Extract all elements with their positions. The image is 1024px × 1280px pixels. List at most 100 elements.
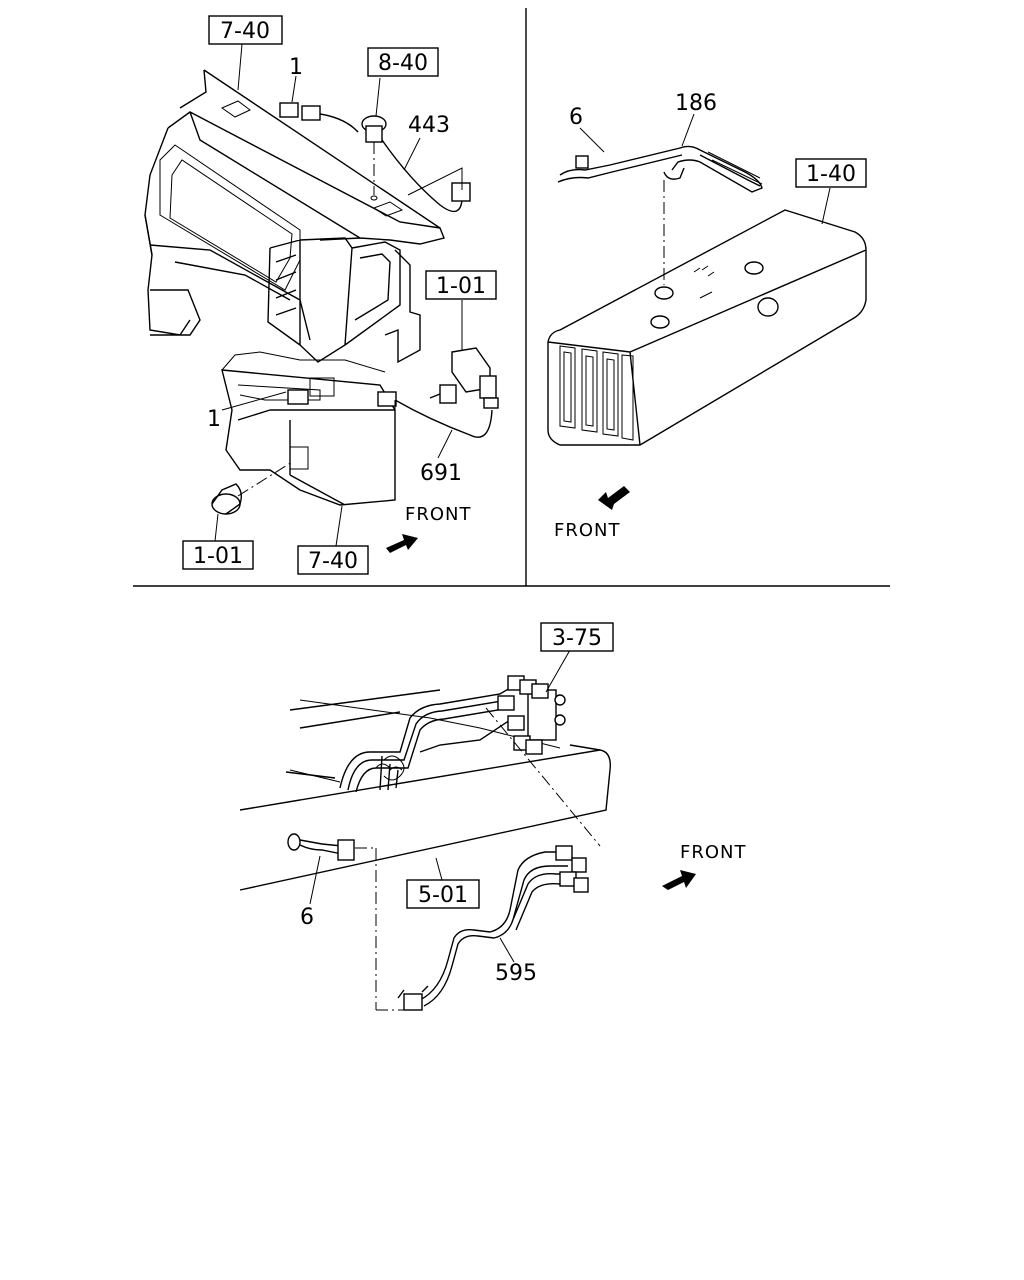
leader-595 (499, 937, 515, 963)
ref-box-7-40-top (208, 15, 283, 45)
sender-clip (663, 167, 685, 180)
connector-595-a (555, 845, 573, 861)
ref-box-1-01-right (425, 270, 497, 300)
part-186: 186 (675, 91, 717, 116)
leader-6-bottom (309, 855, 321, 905)
dash-patch-1 (220, 100, 251, 118)
filler-neck (757, 297, 779, 317)
ref-box-7-40-bottom (297, 545, 369, 575)
front-label-top-left: FRONT (405, 504, 472, 525)
sender-connector (575, 155, 589, 169)
harness-443 (381, 139, 463, 213)
ref-1-01-right: 1-01 (436, 274, 486, 299)
leader-6-tr (579, 127, 605, 153)
connector-upper-1 (279, 102, 299, 118)
connector-443 (451, 182, 471, 202)
front-label-bottom: FRONT (680, 842, 747, 863)
leader-1-lower (221, 391, 287, 411)
instrument-panel-view (144, 43, 499, 553)
dashboard-outline (144, 69, 445, 256)
tank-outline (547, 209, 867, 446)
dashboard-lower (144, 214, 311, 341)
harness-691 (394, 399, 493, 438)
ref-box-1-01-bottom (182, 540, 254, 570)
lower-panel (221, 369, 396, 506)
tank-fitting-3 (650, 315, 670, 329)
leader-7-40-top (237, 43, 243, 91)
ref-box-3-75 (540, 622, 614, 652)
clip-595-end (397, 985, 429, 999)
connector-595-b (571, 857, 587, 873)
part-6-bottom: 6 (300, 905, 314, 930)
tank-end-panel-1 (559, 345, 576, 429)
connector-691 (377, 391, 397, 407)
ref-7-40-bottom: 7-40 (308, 549, 358, 574)
harness-upper (319, 113, 359, 133)
part-1-top: 1 (289, 55, 303, 80)
ref-1-40: 1-40 (806, 162, 856, 187)
tank-end-panel-4 (621, 354, 634, 441)
leader-8-40 (375, 77, 381, 117)
dash-595-diag (485, 707, 601, 847)
frame-rail (239, 689, 611, 891)
sender-float (707, 151, 763, 185)
part-595: 595 (495, 961, 537, 986)
leader-443-b (407, 167, 463, 196)
cluster-housing (267, 237, 401, 363)
connector-lower-1 (287, 389, 309, 405)
leader-1-top (291, 75, 297, 103)
harness-6-bottom (299, 839, 343, 855)
dash-patch-2 (372, 201, 404, 217)
tank-end-panel-2 (581, 348, 598, 433)
pipe-coils (375, 755, 405, 781)
ref-1-01-bottom: 1-01 (193, 544, 243, 569)
switch-691 (429, 347, 499, 409)
leader-691 (437, 429, 453, 459)
cap-1-01 (211, 483, 243, 515)
ref-box-8-40 (367, 47, 439, 77)
front-label-top-right: FRONT (554, 520, 621, 541)
harness-595 (419, 851, 576, 1007)
tank-end-panel-3 (602, 351, 619, 437)
valve-3-75 (497, 675, 566, 755)
tank-fitting-1 (654, 286, 674, 300)
connector-6-bottom (337, 839, 355, 861)
leader-443 (403, 137, 421, 171)
part-691: 691 (420, 461, 462, 486)
leader-1-01-bottom (214, 513, 219, 542)
connector-595-end (403, 993, 423, 1011)
front-arrow-icon-bottom (662, 870, 696, 890)
sender-tube-186 (559, 145, 763, 193)
switch-8-40 (361, 115, 387, 201)
front-arrow-icon (386, 534, 418, 553)
connector-upper-2 (301, 105, 321, 121)
sender-tube-186-b (557, 154, 761, 187)
grommet-6 (287, 833, 301, 851)
leader-186 (681, 113, 695, 147)
frame-view (239, 649, 696, 1011)
leader-1-40 (821, 187, 831, 225)
ref-8-40: 8-40 (378, 51, 428, 76)
leader-3-75 (545, 649, 571, 693)
ref-box-5-01 (406, 879, 480, 909)
ref-3-75: 3-75 (552, 626, 602, 651)
lower-bracket (221, 351, 386, 401)
ref-box-1-40 (795, 158, 867, 188)
small-window (309, 377, 335, 397)
dash-cap (237, 461, 293, 497)
panel-hole (289, 446, 309, 470)
connector-595-d (573, 877, 589, 893)
leader-7-40-bottom (335, 505, 343, 547)
part-1-lower: 1 (207, 407, 221, 432)
fuel-tank-view (547, 113, 867, 510)
part-6-tr: 6 (569, 105, 583, 130)
instrument-side (384, 249, 421, 364)
leader-5-01 (435, 857, 443, 881)
ref-7-40-top: 7-40 (220, 19, 270, 44)
tank-marks (693, 265, 715, 299)
ref-5-01: 5-01 (418, 883, 468, 908)
front-arrow-icon-tr (598, 486, 630, 510)
part-443: 443 (408, 113, 450, 138)
dashboard-face (159, 144, 301, 291)
